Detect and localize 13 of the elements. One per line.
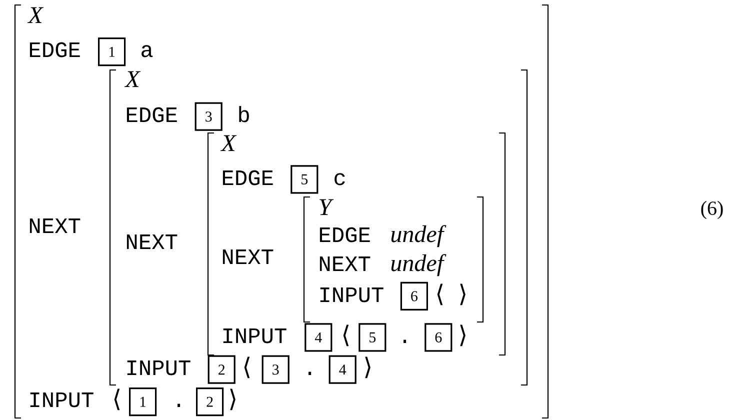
tag-box: 6 [424, 323, 452, 352]
tag-box: 6 [400, 282, 428, 310]
tag-box: 2 [208, 355, 236, 384]
equation-number: (6) [701, 200, 723, 220]
tag-box: 2 [196, 388, 224, 416]
tag-box: 1 [129, 388, 157, 416]
tag-box: 5 [358, 323, 386, 352]
tag-box: 1 [98, 38, 126, 66]
tag-box: 4 [328, 355, 356, 384]
tag-box: 5 [290, 165, 318, 194]
tag-box: 4 [304, 323, 332, 352]
tag-box: 3 [262, 355, 290, 384]
tag-box: 3 [194, 102, 222, 131]
